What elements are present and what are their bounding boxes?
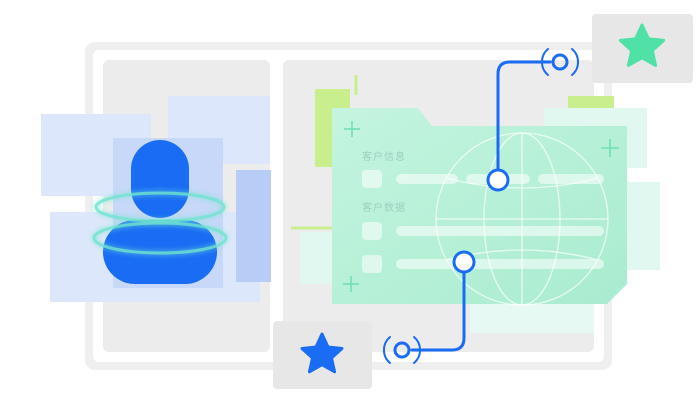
connector-top: [486, 48, 579, 192]
field-checkbox: [362, 255, 382, 273]
field-bar: [538, 174, 604, 184]
connector-bottom: [383, 250, 476, 364]
plus-icon: [343, 276, 359, 292]
field-checkbox: [362, 222, 382, 240]
scan-ring-top: [94, 191, 226, 223]
star-icon: [618, 23, 666, 67]
person-icon: [92, 140, 228, 284]
folder-card: [332, 108, 627, 304]
field-bar: [396, 174, 458, 184]
top-star-card: [592, 14, 693, 83]
bottom-star-card: [273, 321, 372, 389]
field-bar: [396, 226, 604, 236]
globe-icon: [435, 132, 609, 306]
field-bar: [396, 259, 604, 269]
plus-icon: [601, 139, 619, 157]
scan-ring-bottom: [92, 221, 228, 255]
customer-data-label: 客户数据: [362, 203, 406, 214]
field-checkbox: [362, 170, 382, 188]
plus-icon: [344, 121, 360, 137]
customer-info-label: 客户信息: [362, 152, 406, 163]
star-icon: [300, 332, 344, 374]
